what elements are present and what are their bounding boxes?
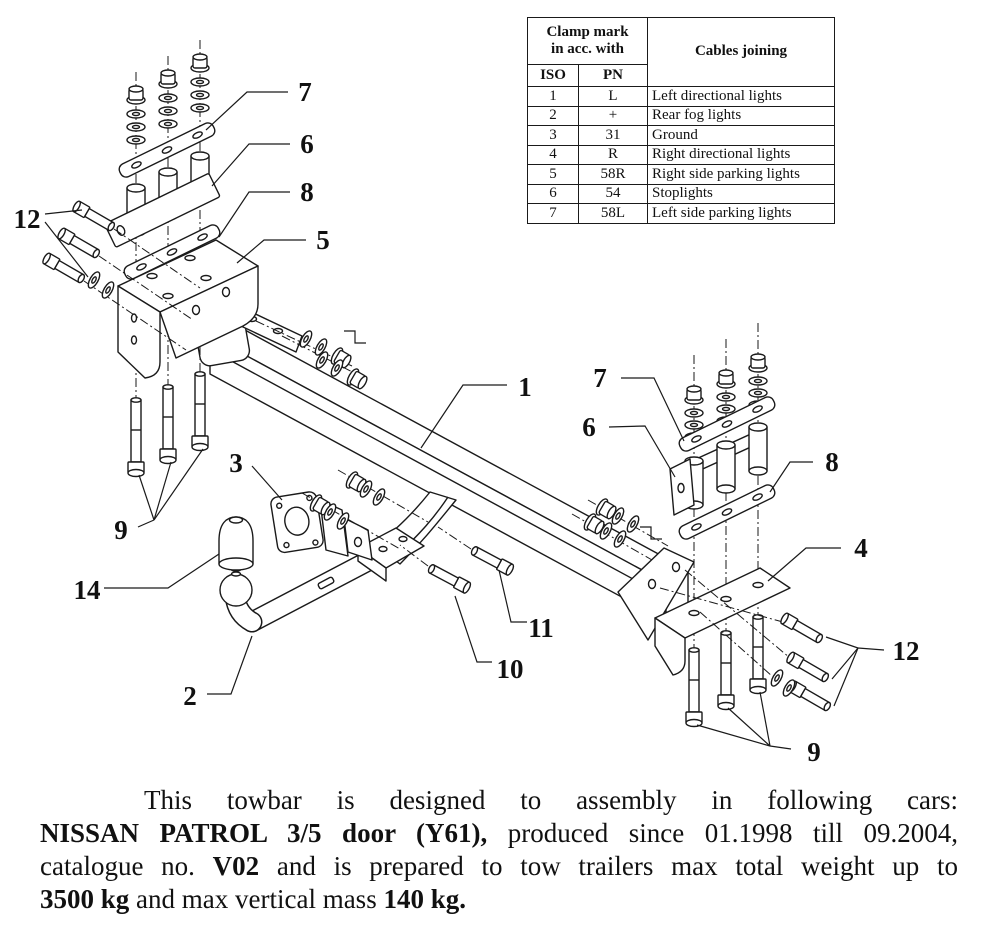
paragraph-text: catalogue no. xyxy=(40,851,213,881)
cell-iso: 3 xyxy=(527,125,579,146)
bracket-4 xyxy=(654,567,791,676)
cell-cables: Left side parking lights xyxy=(647,203,835,224)
side-bolts-right xyxy=(659,569,834,714)
paragraph-text: and is prepared to tow trailers max tota… xyxy=(259,851,958,881)
car-model-text: NISSAN PATROL 3/5 door (Y61), xyxy=(40,818,488,848)
description-paragraph: This towbar is designed to assembly in f… xyxy=(40,784,958,916)
cell-iso: 1 xyxy=(527,86,579,107)
callout-14: 14 xyxy=(74,575,101,605)
callout-6-left: 6 xyxy=(300,129,314,159)
centre-gusset xyxy=(357,491,457,582)
cell-pn: 54 xyxy=(578,183,648,204)
callout-5: 5 xyxy=(316,225,330,255)
ball-cover-cap xyxy=(218,516,254,571)
table-row: 1 L Left directional lights xyxy=(527,86,835,107)
table-header-pn: PN xyxy=(578,64,648,87)
beam-fasteners-right xyxy=(571,496,669,561)
clamp-mark-table: Clamp mark in acc. with Cables joining I… xyxy=(527,17,835,224)
table-row: 3 31 Ground xyxy=(527,125,835,146)
towball xyxy=(219,573,253,607)
callout-12-left: 12 xyxy=(14,204,41,234)
cell-pn: L xyxy=(578,86,648,107)
paragraph-line-1: This towbar is designed to assembly in f… xyxy=(40,784,958,817)
beam-fasteners-left xyxy=(255,320,371,393)
cell-pn: 58L xyxy=(578,203,648,224)
table-row: 2 + Rear fog lights xyxy=(527,105,835,126)
callout-7-right: 7 xyxy=(593,363,607,393)
table-row: 7 58L Left side parking lights xyxy=(527,203,835,224)
paragraph-text: produced since 01.1998 till 09.2004, xyxy=(487,818,958,848)
table-header-cables: Cables joining xyxy=(647,17,835,87)
max-weight-text: 3500 kg xyxy=(40,884,130,914)
callout-9-left: 9 xyxy=(114,515,128,545)
table-row: 4 R Right directional lights xyxy=(527,144,835,165)
cell-pn: R xyxy=(578,144,648,165)
callout-11: 11 xyxy=(528,613,554,643)
table-header-iso: ISO xyxy=(527,64,579,87)
paragraph-line-4: 3500 kg and max vertical mass 140 kg. xyxy=(40,883,958,916)
max-vertical-mass-text: 140 kg. xyxy=(383,884,466,914)
table-row: 6 54 Stoplights xyxy=(527,183,835,204)
towball-arm xyxy=(218,516,385,633)
spacer-bar-6-right xyxy=(669,458,695,516)
paragraph-line-2: NISSAN PATROL 3/5 door (Y61), produced s… xyxy=(40,817,958,850)
cell-cables: Right directional lights xyxy=(647,144,835,165)
table-header-clamp: Clamp mark in acc. with xyxy=(527,17,648,65)
cell-pn: 58R xyxy=(578,164,648,185)
cell-pn: + xyxy=(578,105,648,126)
bolt-11 xyxy=(437,526,516,577)
callout-6-right: 6 xyxy=(582,412,596,442)
callout-labels: 7 6 8 5 12 9 14 2 3 10 11 1 7 6 8 4 12 9 xyxy=(14,77,920,767)
paragraph-line-3: catalogue no. V02 and is prepared to tow… xyxy=(40,850,958,883)
left-stack xyxy=(104,40,259,478)
table-row: 5 58R Right side parking lights xyxy=(527,164,835,185)
cell-iso: 4 xyxy=(527,144,579,165)
cell-cables: Ground xyxy=(647,125,835,146)
cell-iso: 2 xyxy=(527,105,579,126)
bolt-10 xyxy=(399,544,473,595)
right-stack xyxy=(654,323,791,728)
cell-iso: 6 xyxy=(527,183,579,204)
cell-iso: 7 xyxy=(527,203,579,224)
paragraph-text: and max vertical mass xyxy=(129,884,384,914)
callout-12-right: 12 xyxy=(893,636,920,666)
cell-iso: 5 xyxy=(527,164,579,185)
cell-cables: Left directional lights xyxy=(647,86,835,107)
callout-3: 3 xyxy=(229,448,243,478)
cell-pn: 31 xyxy=(578,125,648,146)
callout-2: 2 xyxy=(183,681,197,711)
callout-8-right: 8 xyxy=(825,447,839,477)
callout-7-left: 7 xyxy=(298,77,312,107)
cell-cables: Right side parking lights xyxy=(647,164,835,185)
spacer-bar-6-left xyxy=(104,173,221,248)
paragraph-text: This towbar is designed to assembly in f… xyxy=(144,785,958,815)
bracket-5 xyxy=(117,239,259,379)
callout-leaders xyxy=(44,91,885,750)
callout-8-left: 8 xyxy=(300,177,314,207)
towbar-exploded-diagram: 7 6 8 5 12 9 14 2 3 10 11 1 7 6 8 4 12 9 xyxy=(14,40,920,767)
callout-1: 1 xyxy=(518,372,532,402)
cell-cables: Rear fog lights xyxy=(647,105,835,126)
callout-10: 10 xyxy=(497,654,524,684)
callout-4: 4 xyxy=(854,533,868,563)
side-bolts-left xyxy=(40,199,201,351)
cell-cables: Stoplights xyxy=(647,183,835,204)
catalogue-no-text: V02 xyxy=(212,851,260,881)
callout-9-right: 9 xyxy=(807,737,821,767)
socket-plate-fasteners xyxy=(301,469,429,550)
